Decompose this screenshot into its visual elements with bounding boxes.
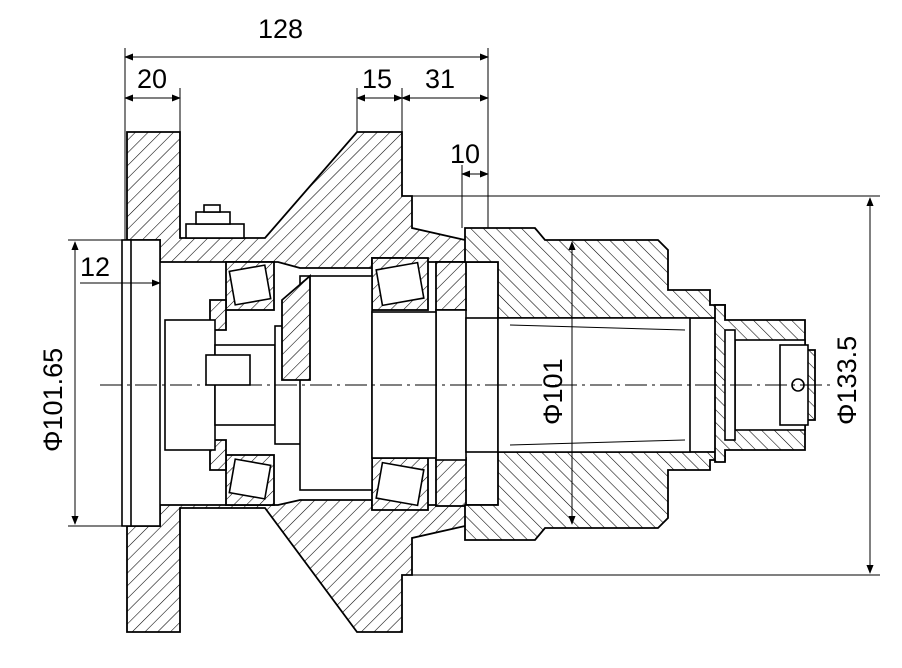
dim-hub-offset: 31 (425, 64, 455, 94)
grease-fitting (185, 204, 245, 239)
dim-flange-width: 20 (137, 64, 167, 94)
dim-overall-length: 128 (258, 14, 303, 44)
dim-housing-diameter: Φ133.5 (832, 336, 862, 425)
dimension-lines (68, 48, 880, 576)
spacer-rings (435, 261, 467, 507)
dim-taper-diameter: Φ101 (538, 358, 568, 425)
dim-collar-step: 10 (450, 139, 480, 169)
housing-section (121, 131, 501, 633)
right-bearing (371, 257, 429, 511)
shaft (164, 274, 499, 491)
hub (464, 227, 726, 541)
dim-recess-depth: 12 (80, 252, 110, 282)
dim-bore-diameter: Φ101.65 (38, 348, 68, 452)
dim-rib-width: 15 (362, 64, 392, 94)
spindle-tip (714, 304, 816, 463)
flange-lower (126, 499, 501, 633)
face-plate (121, 239, 161, 527)
flange-upper (126, 131, 501, 269)
